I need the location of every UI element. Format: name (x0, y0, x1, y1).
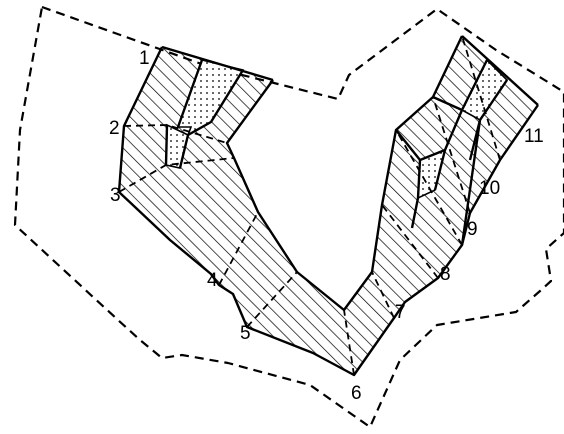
label-6: 6 (351, 383, 362, 404)
label-4: 4 (207, 270, 218, 291)
outer-boundary (13, 5, 564, 429)
band-outlines (117, 35, 539, 377)
label-2: 2 (109, 118, 120, 139)
label-9: 9 (467, 219, 478, 240)
label-11: 11 (524, 126, 544, 147)
label-3: 3 (110, 185, 121, 206)
label-1: 1 (139, 48, 150, 69)
label-10: 10 (479, 178, 500, 199)
label-7: 7 (395, 302, 406, 323)
label-8: 8 (440, 264, 451, 285)
hatched-band (119, 36, 538, 375)
cross-section-lines (118, 35, 501, 376)
label-5: 5 (240, 323, 251, 344)
